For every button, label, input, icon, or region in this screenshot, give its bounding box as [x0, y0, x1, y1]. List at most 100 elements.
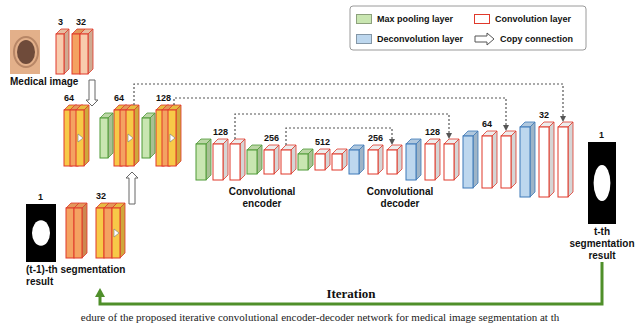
yellow-layer: [126, 105, 139, 166]
section-label: Convolutional encoder: [224, 186, 300, 210]
layer-front: [281, 150, 291, 174]
layer-side: [549, 122, 554, 197]
pool-layer: [100, 113, 113, 158]
layer-top: [463, 131, 478, 136]
mask-background: [588, 142, 616, 224]
mask-region: [32, 220, 50, 246]
layer-side: [206, 139, 211, 180]
yellow-layer: [76, 105, 89, 166]
layer-front: [558, 127, 568, 197]
channel-number: 64: [64, 93, 74, 103]
legend-text: Deconvolution layer: [377, 34, 463, 44]
conv-layer: [558, 122, 573, 197]
yellow-layer: [64, 105, 77, 166]
conv-layer: [368, 145, 383, 174]
layer-front: [168, 110, 176, 166]
layer-top: [387, 145, 402, 150]
layer-front: [349, 150, 359, 174]
channel-number: 128: [425, 127, 440, 137]
channel-number: 64: [482, 119, 492, 129]
legend-frame: [350, 6, 586, 50]
image-slot: [10, 28, 90, 76]
layer-top: [230, 139, 245, 144]
layer-side: [568, 122, 573, 197]
copy-connection: [174, 98, 509, 131]
layer-front: [482, 136, 492, 188]
layer-side: [108, 113, 113, 158]
deconv-layer: [520, 122, 535, 197]
layer-top: [168, 105, 181, 110]
layer-front: [247, 150, 257, 174]
copy-arrowhead: [389, 139, 395, 145]
channel-number: 32: [76, 17, 86, 27]
layer-front: [298, 154, 308, 170]
layer-front: [196, 144, 206, 180]
copy-connection: [134, 84, 566, 122]
channel-number: 1: [38, 192, 43, 202]
image-slot: [26, 203, 136, 264]
copy-connection: [286, 128, 395, 145]
layer-icon: [128, 134, 133, 142]
layer-side: [530, 122, 535, 197]
layer-front: [66, 208, 74, 258]
yellow-layer: [114, 105, 127, 166]
layer-front: [104, 208, 112, 258]
layer-front: [142, 118, 150, 158]
layer-side: [176, 105, 181, 166]
conv-layer: [264, 145, 279, 174]
conv-layer: [230, 139, 245, 180]
orange-layer: [162, 105, 175, 166]
layer-side: [82, 203, 87, 258]
channel-number: 256: [368, 133, 383, 143]
layer-top: [74, 203, 87, 208]
mask-panel: (t-1)-th segmentation result: [18, 203, 136, 288]
image-panel: Medical image: [6, 28, 90, 88]
peach-layer: [56, 29, 69, 74]
layer-side: [84, 105, 89, 166]
layer-front: [501, 136, 511, 188]
figure-caption: edure of the proposed iterative convolut…: [0, 311, 640, 324]
orange-layer: [70, 105, 83, 166]
layer-front: [213, 144, 223, 180]
layer-front: [315, 154, 325, 170]
layer-top: [349, 145, 364, 150]
yellow-layer: [156, 105, 169, 166]
layer-top: [80, 29, 93, 34]
legend-text: Convolution layer: [495, 14, 571, 24]
copy-arrow-symbol: [474, 32, 495, 46]
pool-layer: [142, 113, 155, 158]
layer-top: [406, 139, 421, 144]
layer-front: [332, 154, 342, 170]
legend-text: Copy connection: [500, 34, 573, 44]
deconv-layer: [406, 139, 421, 180]
layer-side: [240, 139, 245, 180]
panel-caption: (t-1)-th segmentation result: [26, 264, 136, 288]
deconv-layer: [349, 145, 364, 174]
layer-top: [112, 203, 125, 208]
layer-top: [315, 149, 330, 154]
layer-front: [368, 150, 378, 174]
conv-layer: [501, 131, 516, 188]
loop-arrowhead: [95, 288, 105, 297]
pool-layer: [247, 145, 262, 174]
conv-layer: [482, 131, 497, 188]
copy-line: [174, 98, 506, 126]
layer-side: [88, 29, 93, 74]
panel-caption: t-th segmentation result: [566, 226, 638, 262]
orange-layer: [74, 203, 87, 258]
layer-side: [120, 203, 125, 258]
legend-swatch: [356, 14, 372, 24]
layer-side: [454, 139, 459, 180]
layer-front: [539, 127, 549, 197]
segmentation-mask: [588, 142, 616, 224]
channel-number: 3: [58, 17, 63, 27]
channel-number: 128: [213, 127, 228, 137]
layer-side: [511, 131, 516, 188]
conv-layer: [425, 139, 440, 180]
image-slot: [566, 140, 638, 226]
layer-top: [558, 122, 573, 127]
panel-caption: Medical image: [10, 76, 90, 88]
layer-top: [332, 149, 347, 154]
